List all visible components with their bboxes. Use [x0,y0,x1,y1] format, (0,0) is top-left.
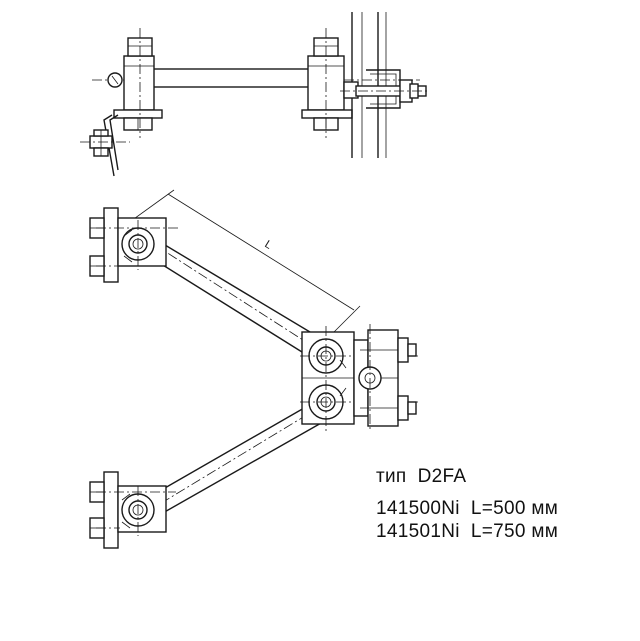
lower-left-mount [89,471,176,549]
variant-label: 141500Ni L=500 мм [376,498,559,519]
left-bracket [80,114,130,177]
type-label: тип D2FA [376,466,467,487]
left-clamp-block [107,37,163,131]
plan-view: L [89,189,420,549]
right-rail-clamp [353,324,417,432]
dimension-label: L [262,238,274,251]
dimension-L: L [123,189,361,351]
right-clamp-block [139,28,353,138]
side-view [80,12,430,177]
mounting-rail [340,12,430,158]
central-joint-block [300,326,420,432]
upper-left-mount [89,207,180,283]
variant-label: 141501Ni L=750 мм [376,521,559,542]
